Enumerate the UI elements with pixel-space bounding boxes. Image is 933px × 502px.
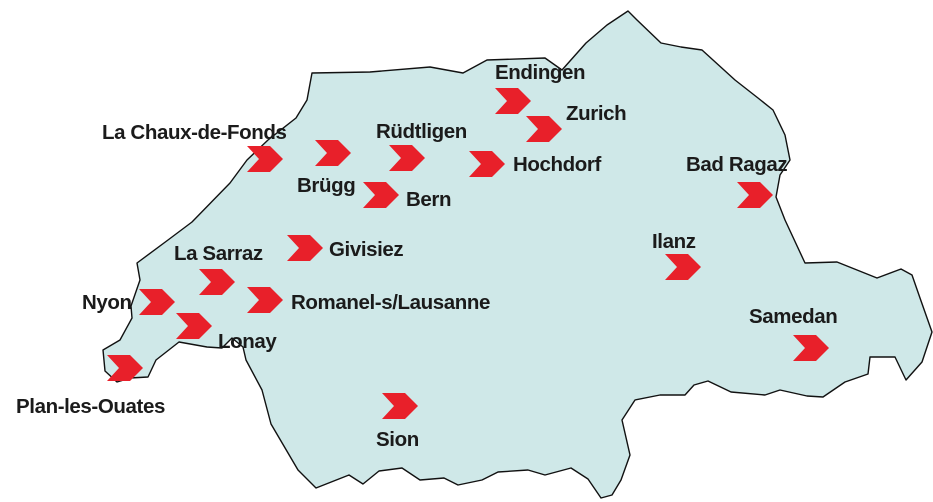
chevron-arrow-icon xyxy=(389,145,425,171)
chevron-arrow-icon xyxy=(247,146,283,172)
city-label-plan-les-ouates: Plan-les-Ouates xyxy=(16,395,165,418)
chevron-arrow-icon xyxy=(107,355,143,381)
chevron-arrow-icon xyxy=(382,393,418,419)
chevron-arrow-icon xyxy=(793,335,829,361)
city-label-romanel: Romanel-s/Lausanne xyxy=(291,291,490,314)
city-label-lonay: Lonay xyxy=(218,330,277,353)
city-label-bad-ragaz: Bad Ragaz xyxy=(686,153,787,176)
chevron-arrow-icon xyxy=(247,287,283,313)
city-label-brugg: Brügg xyxy=(297,174,355,197)
city-label-samedan: Samedan xyxy=(749,305,837,328)
city-label-endingen: Endingen xyxy=(495,61,585,84)
chevron-arrow-icon xyxy=(665,254,701,280)
switzerland-outline xyxy=(102,10,933,499)
city-label-givisiez: Givisiez xyxy=(329,238,403,261)
chevron-arrow-icon xyxy=(315,140,351,166)
chevron-arrow-icon xyxy=(469,151,505,177)
city-label-zurich: Zurich xyxy=(566,102,626,125)
city-label-bern: Bern xyxy=(406,188,451,211)
chevron-arrow-icon xyxy=(737,182,773,208)
chevron-arrow-icon xyxy=(287,235,323,261)
city-label-rudtligen: Rüdtligen xyxy=(376,120,467,143)
location-markers xyxy=(107,88,829,419)
chevron-arrow-icon xyxy=(526,116,562,142)
city-label-nyon: Nyon xyxy=(82,291,132,314)
city-label-la-sarraz: La Sarraz xyxy=(174,242,263,265)
city-label-la-chaux-de-fonds: La Chaux-de-Fonds xyxy=(102,121,287,144)
city-label-hochdorf: Hochdorf xyxy=(513,153,601,176)
city-label-sion: Sion xyxy=(376,428,419,451)
chevron-arrow-icon xyxy=(495,88,531,114)
chevron-arrow-icon xyxy=(176,313,212,339)
chevron-arrow-icon xyxy=(139,289,175,315)
city-label-ilanz: Ilanz xyxy=(652,230,696,253)
chevron-arrow-icon xyxy=(363,182,399,208)
chevron-arrow-icon xyxy=(199,269,235,295)
